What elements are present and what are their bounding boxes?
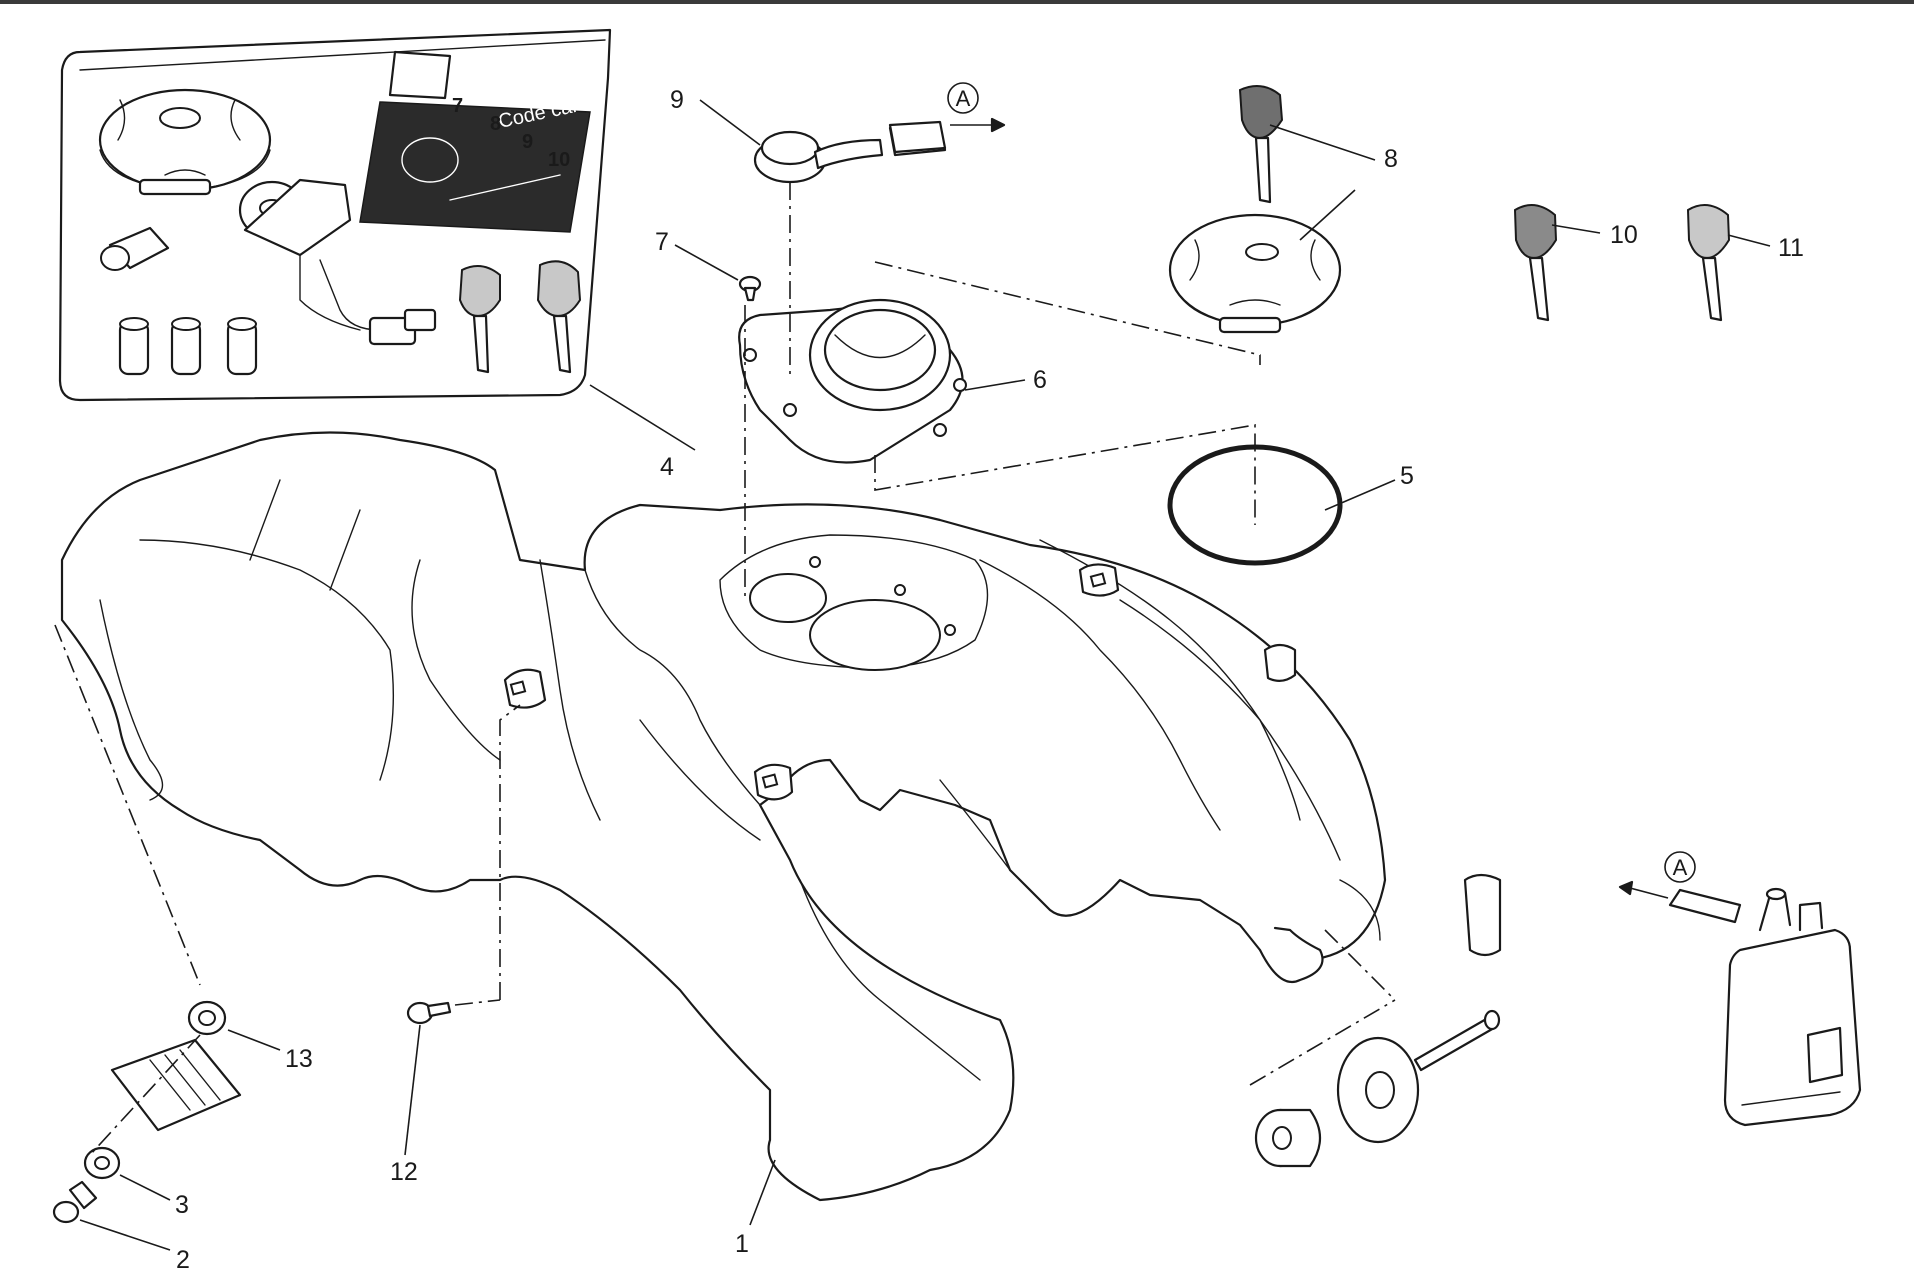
kit-lock-barrels-icon: [118, 317, 258, 376]
code-card-digit-8: 8: [490, 113, 501, 135]
screw-7-icon: [738, 275, 762, 302]
callout-13: 13: [285, 1045, 313, 1073]
fuel-tank-icon: [60, 431, 1502, 1202]
kit-keys-icon: [458, 260, 582, 374]
callout-11: 11: [1778, 234, 1804, 262]
leader-lines: [79, 99, 1771, 1251]
callout-3: 3: [175, 1191, 189, 1219]
top-border: [0, 0, 1914, 4]
code-card-digit-7: 7: [452, 95, 463, 117]
callout-1: 1: [735, 1230, 749, 1258]
ref-a-top: A: [947, 82, 979, 114]
callout-9: 9: [670, 86, 684, 114]
callout-12: 12: [390, 1158, 418, 1186]
rubber-damper-icon: [1336, 1036, 1420, 1144]
valve-hose-icon: [888, 120, 947, 154]
callout-5: 5: [1400, 462, 1414, 490]
callout-7: 7: [655, 228, 669, 256]
kit-filler-cap-icon: [98, 88, 272, 196]
washer-3-icon: [83, 1146, 121, 1180]
rubber-pad-icon: [110, 1038, 242, 1132]
code-card-icon: Code card 7 8 9 10: [359, 50, 591, 233]
bolt-2-icon: [52, 1180, 98, 1224]
washer-13-icon: [187, 1000, 227, 1036]
callout-8: 8: [1384, 145, 1398, 173]
code-card-digit-9: 9: [522, 131, 533, 153]
canister-hose-icon: [1668, 888, 1742, 924]
callout-6: 6: [1033, 366, 1047, 394]
kit-panel: Code card 7 8 9 10: [58, 28, 612, 402]
callout-10: 10: [1610, 221, 1638, 249]
code-card-digit-10: 10: [548, 149, 570, 171]
key-11-icon: [1686, 204, 1731, 322]
callout-labels: 1 2 3 4 5 6 7 8 9 10 11 12 13: [175, 86, 1804, 1273]
ref-a-right-label: A: [1673, 855, 1688, 880]
ref-a-top-label: A: [956, 86, 971, 111]
key-8-icon: [1238, 85, 1284, 204]
mount-bolt-icon: [1413, 1009, 1501, 1072]
callout-2: 2: [176, 1246, 190, 1273]
callout-4: 4: [660, 453, 674, 481]
carbon-canister-icon: [1723, 887, 1862, 1127]
kit-ignition-switch-icon: [100, 178, 437, 346]
alignment-lines: [54, 182, 1396, 1156]
ref-a-right: A: [1664, 851, 1696, 883]
filler-flange-icon: [738, 298, 967, 464]
spacer-icon: [1254, 1108, 1321, 1168]
filler-cap-icon: [1168, 213, 1342, 334]
screw-12-icon: [406, 1001, 452, 1025]
key-10-icon: [1513, 204, 1558, 322]
